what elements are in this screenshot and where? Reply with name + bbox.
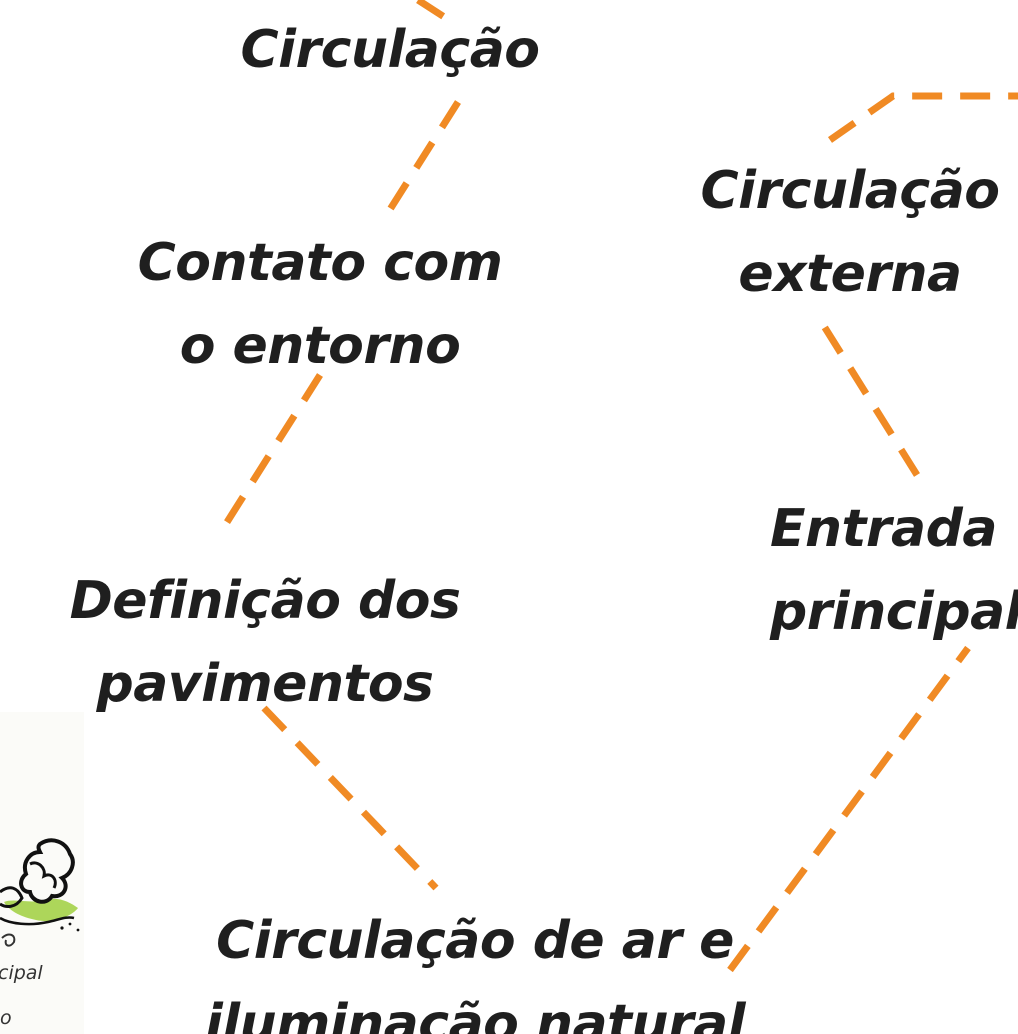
node-contato-line-1: Contato com — [137, 233, 503, 293]
connector-ar-entrada — [727, 645, 971, 973]
node-circulacao-de-ar-e-iluminacao-natural: Circulação de ar e iluminação natural — [190, 900, 760, 1034]
connector-definicao-ar — [261, 705, 439, 891]
connector-circulacao-contato — [379, 100, 461, 224]
thumbnail-caption-line-2: o — [0, 1007, 12, 1029]
node-ar-line-1: Circulação de ar e — [216, 911, 734, 971]
node-circulacao-externa: Circulação externa — [690, 150, 1010, 316]
node-contato-line-2: o entorno — [179, 316, 461, 377]
sketch-thumbnail-panel: cipal o — [0, 712, 84, 1034]
connector-externa-top — [827, 92, 1018, 143]
connector-top-circulacao — [416, 0, 454, 25]
node-circulacao: Circulação — [220, 20, 560, 80]
node-entrada-line-1: Entrada — [770, 499, 997, 559]
connector-entrada-externa — [819, 321, 920, 477]
node-definicao-line-1: Definição dos — [69, 571, 461, 631]
connector-contato-definicao — [219, 373, 323, 532]
plant-sketch-icon — [0, 838, 80, 947]
node-ar-line-2: iluminação natural — [204, 994, 746, 1034]
node-circulacao-externa-line-2: externa — [738, 244, 962, 305]
thumbnail-caption-line-1: cipal — [0, 962, 43, 984]
node-contato-com-o-entorno: Contato com o entorno — [110, 222, 530, 388]
node-definicao-dos-pavimentos: Definição dos pavimentos — [50, 560, 480, 726]
node-definicao-line-2: pavimentos — [96, 654, 434, 715]
node-entrada-line-2: principal — [770, 582, 1018, 643]
node-circulacao-externa-line-1: Circulação — [700, 161, 1000, 221]
node-circulacao-line-1: Circulação — [240, 20, 540, 80]
node-entrada-principal: Entrada principal — [770, 488, 1018, 654]
